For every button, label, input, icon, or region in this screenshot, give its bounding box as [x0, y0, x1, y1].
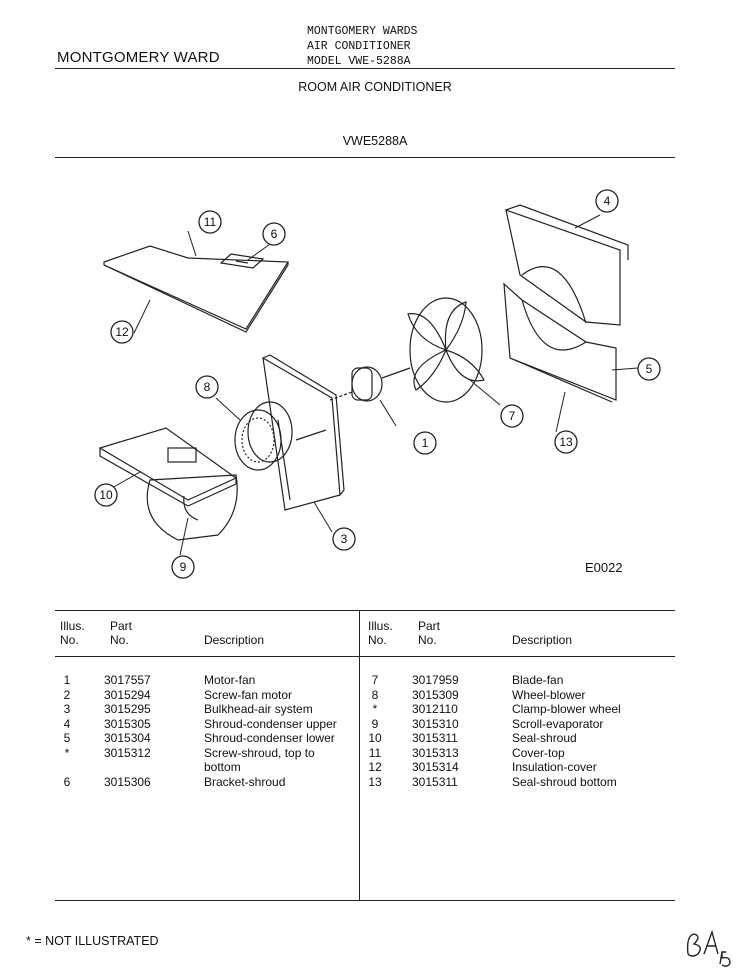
callout-13: 13	[559, 435, 573, 449]
header-illus-right: Illus. No.	[368, 619, 393, 647]
drain-pan-part	[98, 427, 238, 507]
header-part-left: Part No.	[110, 619, 133, 647]
exploded-parts-diagram: 11 6 12 8 1 7 4 5 13 3 10 9	[94, 189, 661, 579]
figure-code: E0022	[585, 560, 623, 575]
callout-12: 12	[115, 325, 129, 339]
bulkhead-part	[262, 354, 345, 511]
cover-top-part	[103, 245, 290, 333]
scroll-evaporator-part	[146, 474, 238, 541]
model-number: VWE5288A	[342, 134, 408, 148]
header-description-right: Description	[512, 633, 573, 647]
table-row: 4 3015305 Shroud-condenser upper	[63, 716, 337, 731]
brand-name: MONTGOMERY WARD	[57, 49, 220, 66]
table-top-rule	[55, 610, 675, 611]
table-row: 13 3015311 Seal-shroud bottom	[368, 774, 617, 789]
table-row: 7 3017959 Blade-fan	[371, 673, 564, 687]
callout-9: 9	[180, 560, 187, 574]
header-description-left: Description	[204, 633, 265, 647]
callout-4: 4	[604, 194, 611, 208]
callout-8: 8	[204, 380, 211, 394]
callout-6: 6	[271, 227, 278, 241]
callout-7: 7	[509, 409, 516, 423]
table-bottom-rule	[55, 900, 675, 901]
table-row: 10 3015311 Seal-shroud	[368, 731, 577, 745]
page-title: ROOM AIR CONDITIONER	[298, 80, 452, 94]
table-row: bottom	[204, 760, 241, 774]
parts-list-left: 1 3017557 Motor-fan 2 3015294 Screw-fan …	[52, 673, 352, 789]
table-row: 5 3015304 Shroud-condenser lower	[63, 731, 335, 745]
table-row: 11 3015313 Cover-top	[368, 745, 565, 760]
table-center-divider	[359, 610, 360, 900]
table-row: 1 3017557 Motor-fan	[63, 673, 256, 687]
table-row: * 3015312 Screw-shroud, top to	[64, 745, 315, 760]
table-row: * 3012110 Clamp-blower wheel	[372, 702, 621, 716]
header-illus-left: Illus. No.	[60, 619, 85, 647]
parts-list-right: 7 3017959 Blade-fan 8 3015309 Wheel-blow…	[360, 673, 670, 789]
fan-blade-part	[407, 297, 485, 403]
not-illustrated-note: * = NOT ILLUSTRATED	[26, 934, 159, 948]
table-header-rule	[55, 656, 675, 657]
typed-line-1: MONTGOMERY WARDS	[307, 25, 418, 38]
callout-10: 10	[99, 488, 113, 502]
upper-shroud-part	[505, 204, 629, 326]
fan-motor-part	[329, 366, 411, 402]
typed-line-2: AIR CONDITIONER	[307, 40, 411, 53]
table-row: 9 3015310 Scroll-evaporator	[371, 716, 604, 731]
table-row: 8 3015309 Wheel-blower	[371, 687, 586, 702]
table-row: 6 3015306 Bracket-shroud	[63, 774, 286, 789]
callout-5: 5	[646, 362, 653, 376]
callout-11: 11	[204, 215, 217, 229]
blower-wheel-part	[234, 401, 293, 471]
header-part-right: Part No.	[418, 619, 441, 647]
handwritten-initials	[686, 929, 731, 967]
table-row: 2 3015294 Screw-fan motor	[63, 687, 293, 702]
bracket-shroud-part	[219, 253, 265, 269]
table-row: 12 3015314 Insulation-cover	[368, 760, 597, 774]
header-rule	[55, 68, 675, 69]
callout-1: 1	[422, 436, 429, 450]
title-rule	[55, 157, 675, 158]
lower-shroud-part	[503, 282, 617, 403]
callout-3: 3	[341, 532, 348, 546]
table-row: 3 3015295 Bulkhead-air system	[63, 702, 313, 716]
typed-line-3: MODEL VWE-5288A	[307, 55, 411, 68]
